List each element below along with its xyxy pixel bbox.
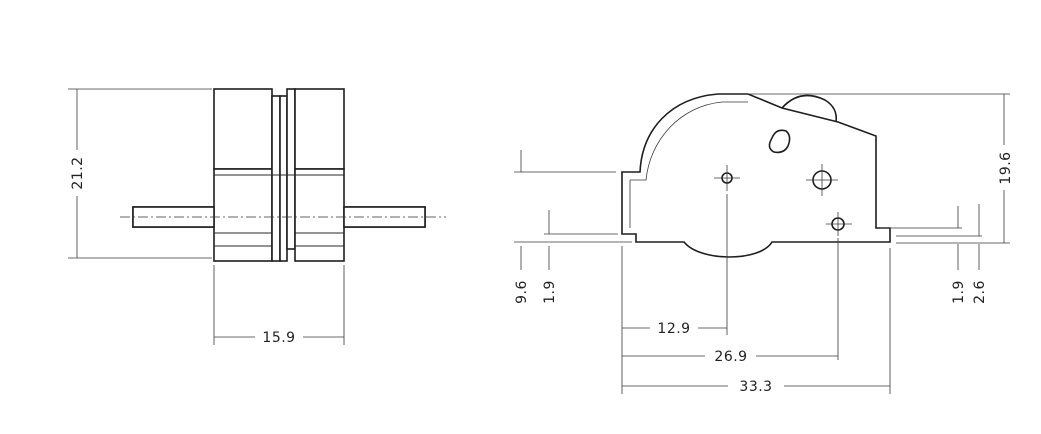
dim-width-label: 15.9 (262, 330, 295, 346)
middle-plate-1 (271, 95, 281, 262)
side-view: 19.6 1.9 2.6 9.6 1.9 (514, 93, 1014, 395)
dim-height: 21.2 (68, 88, 212, 259)
dim-overall-height-label: 19.6 (998, 151, 1014, 184)
middle-plate-2 (279, 95, 288, 262)
dim-overall-height: 19.6 (748, 93, 1014, 244)
left-block-upper (213, 88, 273, 170)
dim-height-label: 21.2 (70, 156, 86, 189)
right-block-upper (294, 88, 345, 170)
dim-width: 15.9 (213, 265, 345, 346)
dim-right-step-height-label: 2.6 (972, 280, 988, 304)
dim-hole1-label: 12.9 (657, 321, 690, 337)
dim-right-steps: 1.9 2.6 (880, 204, 988, 304)
dim-overall-length-label: 33.3 (739, 379, 772, 395)
front-view: 21.2 15.9 (68, 88, 446, 346)
middle-plate-3 (286, 88, 296, 250)
dim-left-step-height-label: 9.6 (514, 280, 530, 304)
right-block-lower (294, 168, 345, 262)
dim-left-steps: 9.6 1.9 (514, 150, 632, 304)
dim-right-step-small-label: 1.9 (951, 280, 967, 304)
dim-horizontal: 12.9 26.9 33.3 (621, 194, 891, 395)
left-block-lower (213, 168, 273, 262)
housing-outline (621, 93, 891, 258)
dim-left-step-small-label: 1.9 (542, 280, 558, 304)
slot (768, 129, 791, 154)
dim-hole3-label: 26.9 (714, 349, 747, 365)
